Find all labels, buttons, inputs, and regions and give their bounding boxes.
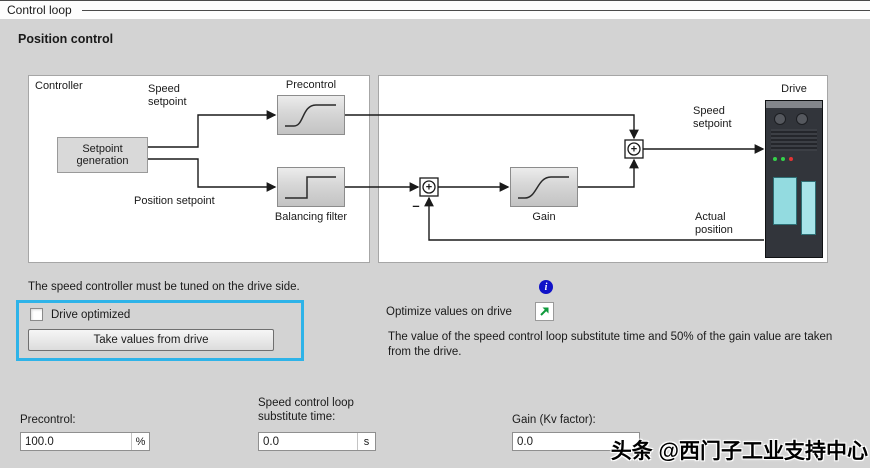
drive-top-panel — [766, 101, 822, 108]
speed-setpoint-label: Speed setpoint — [148, 83, 187, 108]
precontrol-curve-icon — [285, 104, 336, 127]
gain-curve-icon — [518, 176, 569, 199]
controller-label: Controller — [35, 80, 83, 92]
substitute-time-field: s — [258, 432, 376, 451]
precontrol-field: % — [20, 432, 150, 451]
drive-device-image — [765, 100, 823, 258]
precontrol-block — [277, 95, 345, 135]
drive-optimized-row: Drive optimized — [30, 308, 130, 321]
info-glyph: i — [544, 281, 548, 293]
highlight-annotation-box: Drive optimized Take values from drive — [16, 300, 304, 361]
control-loop-diagram: + – + Controller Speed setpoint Precontr… — [28, 75, 828, 265]
drive-knob-icon — [796, 113, 808, 125]
drive-speed-setpoint-label: Speed setpoint — [693, 105, 732, 130]
led-green-icon — [781, 157, 785, 161]
drive-label: Drive — [781, 83, 807, 95]
drive-led-row — [773, 157, 793, 161]
led-green-icon — [773, 157, 777, 161]
substitute-time-field-label: Speed control loop substitute time: — [258, 397, 354, 423]
window-titlebar: Control loop — [0, 0, 870, 19]
drive-vents — [771, 129, 817, 151]
precontrol-input[interactable] — [21, 433, 131, 450]
precontrol-field-label: Precontrol: — [20, 414, 76, 426]
gain-field — [512, 432, 640, 451]
green-arrow-up-right-icon — [540, 307, 549, 316]
window-title: Control loop — [7, 3, 72, 17]
optimize-values-label: Optimize values on drive — [386, 306, 512, 318]
step-curve-icon — [285, 176, 336, 199]
position-setpoint-label: Position setpoint — [134, 195, 215, 207]
drive-display-screen — [773, 177, 797, 225]
substitute-time-input[interactable] — [259, 433, 357, 450]
precontrol-label: Precontrol — [285, 79, 337, 91]
gain-label: Gain — [532, 211, 556, 223]
balancing-filter-block — [277, 167, 345, 207]
drive-optimized-checkbox[interactable] — [30, 308, 43, 321]
section-title: Position control — [18, 32, 114, 46]
substitute-time-unit: s — [357, 433, 375, 450]
balancing-filter-label: Balancing filter — [274, 211, 348, 223]
drive-terminal-strip — [801, 181, 816, 235]
led-red-icon — [789, 157, 793, 161]
actual-position-label: Actual position — [695, 211, 733, 236]
drive-optimized-label: Drive optimized — [51, 308, 131, 321]
gain-input[interactable] — [513, 433, 639, 450]
gain-block — [510, 167, 578, 207]
info-icon[interactable]: i — [539, 280, 553, 294]
titlebar-rule — [81, 9, 870, 11]
optimize-values-button[interactable] — [535, 302, 554, 321]
gain-field-label: Gain (Kv factor): — [512, 414, 596, 426]
take-values-from-drive-button[interactable]: Take values from drive — [28, 329, 274, 351]
drive-panel — [378, 75, 828, 263]
watermark-text: 头条 @西门子工业支持中心 — [610, 440, 868, 463]
setpoint-generation-block: Setpoint generation — [57, 137, 148, 173]
drive-knob-icon — [774, 113, 786, 125]
setpoint-generation-label: Setpoint generation — [76, 142, 129, 168]
optimize-description: The value of the speed control loop subs… — [388, 331, 833, 358]
tuning-note: The speed controller must be tuned on th… — [28, 281, 300, 293]
precontrol-unit: % — [131, 433, 149, 450]
